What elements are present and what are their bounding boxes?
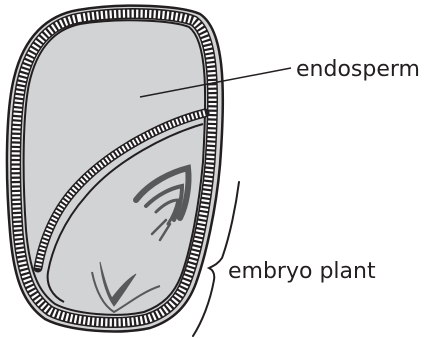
embryo-plant-label: embryo plant <box>228 259 376 284</box>
seed-inner-boundary <box>24 20 206 315</box>
endosperm-label: endosperm <box>296 57 420 82</box>
